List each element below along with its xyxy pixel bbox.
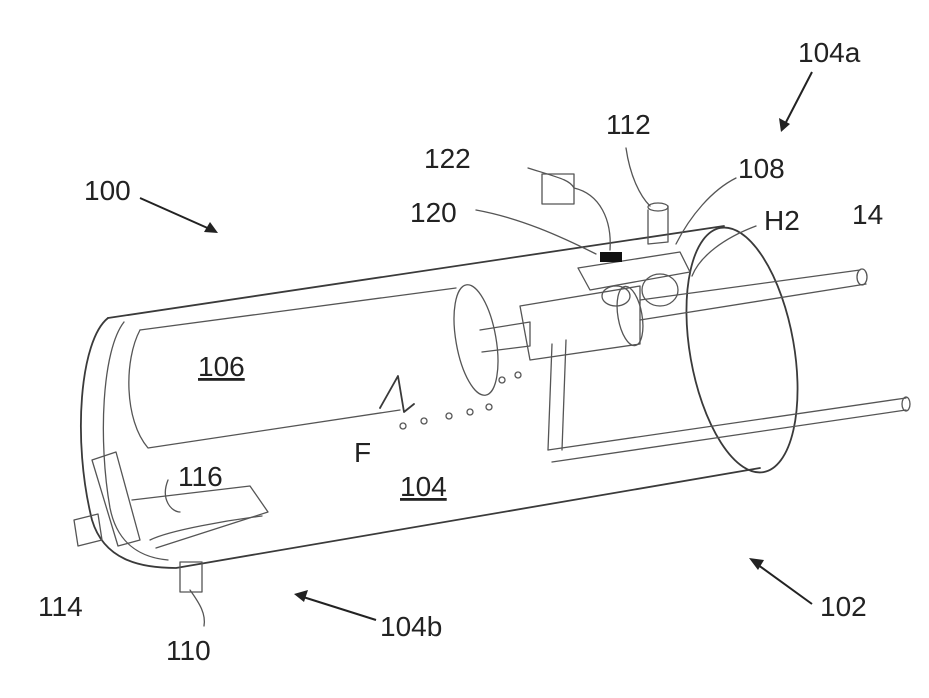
- leader-lines: [165, 148, 756, 512]
- label-104b: 104b: [380, 611, 442, 642]
- label-122: 122: [424, 143, 471, 174]
- label-F: F: [354, 437, 371, 468]
- label-112: 112: [606, 109, 651, 140]
- label-102: 102: [820, 591, 867, 622]
- label-104a: 104a: [798, 37, 861, 68]
- label-116: 116: [178, 461, 223, 492]
- label-14: 14: [852, 199, 883, 230]
- holes: [400, 372, 521, 429]
- label-110: 110: [166, 635, 211, 666]
- label-106: 106: [198, 351, 245, 382]
- flame-shape: [380, 376, 414, 412]
- tank-body: [81, 219, 815, 568]
- controller-box-122: [542, 174, 574, 204]
- label-H2: H2: [764, 205, 800, 236]
- reference-labels: 100 102 104 104a 104b 106 108 110 112 11…: [38, 37, 883, 666]
- arrows: [140, 72, 812, 620]
- burner-pipe: [480, 269, 910, 462]
- bottom-fittings: [74, 452, 268, 626]
- sensor-120: [600, 252, 622, 262]
- label-108: 108: [738, 153, 785, 184]
- label-104: 104: [400, 471, 447, 502]
- top-fittings: [542, 174, 690, 306]
- label-114: 114: [38, 591, 83, 622]
- label-100: 100: [84, 175, 131, 206]
- label-120: 120: [410, 197, 457, 228]
